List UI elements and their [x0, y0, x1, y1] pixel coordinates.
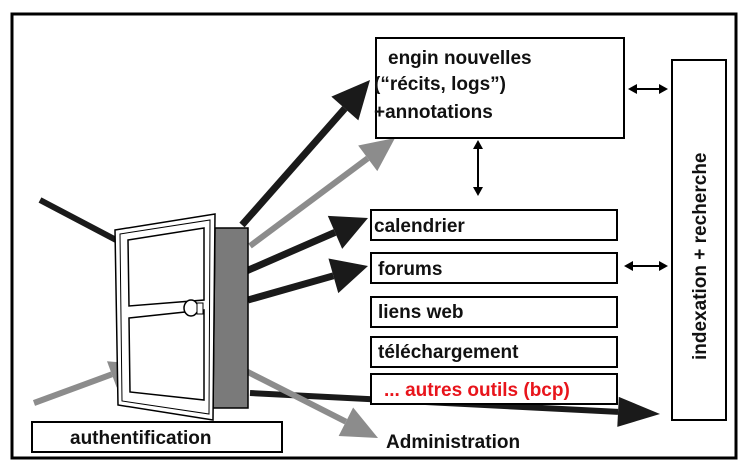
door-upper-panel [127, 227, 205, 307]
other-tools-box [370, 373, 618, 405]
weblinks-box [370, 296, 618, 328]
arrow-news-calendar [473, 140, 483, 196]
indexing-box [671, 59, 727, 421]
news-engine-label-1: engin nouvelles [388, 48, 532, 69]
arrow-gray-to-news-engine-head [358, 138, 395, 172]
other-tools-label: ... autres outils (bcp) [384, 380, 570, 401]
door-knob [183, 299, 199, 317]
indexing-label: indexation + recherche [690, 153, 711, 361]
arrow-news-calendar-head-1 [473, 187, 483, 196]
arrow-to-calendar [242, 215, 368, 276]
arrow-to-news-engine [239, 80, 370, 228]
door-icon [114, 213, 249, 421]
authentication-label: authentification [70, 428, 211, 449]
arrow-to-news-engine-head [331, 80, 370, 121]
arrow-to-other-tools-head [617, 396, 660, 427]
arrow-to-calendar-head [327, 215, 368, 249]
arrow-gray-to-news-engine [248, 138, 395, 249]
news-engine-box [375, 37, 625, 139]
arrow-forums-indexing-head-1 [659, 261, 668, 271]
door-side-panel [212, 227, 249, 409]
arrow-forums-indexing [624, 261, 668, 271]
calendar-label: calendrier [374, 216, 465, 237]
arrow-to-forums-head [328, 258, 368, 294]
arrow-incoming-bottom-shaft [32, 371, 113, 406]
weblinks-label: liens web [378, 302, 464, 323]
forums-label: forums [378, 259, 442, 280]
authentication-box [31, 421, 283, 453]
administration-label: Administration [386, 432, 520, 453]
news-engine-label-2: (“récits, logs”) [374, 74, 506, 95]
forums-box [370, 252, 618, 284]
arrow-news-indexing-head-1 [659, 84, 668, 94]
arrow-gray-to-news-engine-shaft [248, 155, 370, 249]
news-engine-label-3: +annotations [374, 102, 493, 123]
arrow-to-forums [247, 258, 368, 304]
arrow-news-indexing-head-2 [628, 84, 637, 94]
arrow-news-calendar-head-2 [473, 140, 483, 149]
outer-frame [10, 12, 738, 460]
door-frame-inner [119, 219, 211, 415]
arrow-to-administration [242, 367, 378, 438]
door-frame [114, 213, 216, 421]
door-knob-plate [196, 302, 204, 315]
arrow-news-indexing [628, 84, 668, 94]
door-lower-panel [128, 309, 205, 401]
arrow-incoming-top-shaft [38, 197, 130, 249]
download-box [370, 336, 618, 368]
arrow-to-calendar-shaft [242, 229, 337, 276]
calendar-box [370, 209, 618, 241]
download-label: téléchargement [378, 342, 519, 363]
arrow-to-administration-shaft [242, 367, 348, 425]
arrow-to-news-engine-shaft [239, 106, 348, 228]
arrow-forums-indexing-head-2 [624, 261, 633, 271]
arrow-to-forums-shaft [247, 272, 335, 304]
arrow-to-administration-head [338, 407, 378, 438]
